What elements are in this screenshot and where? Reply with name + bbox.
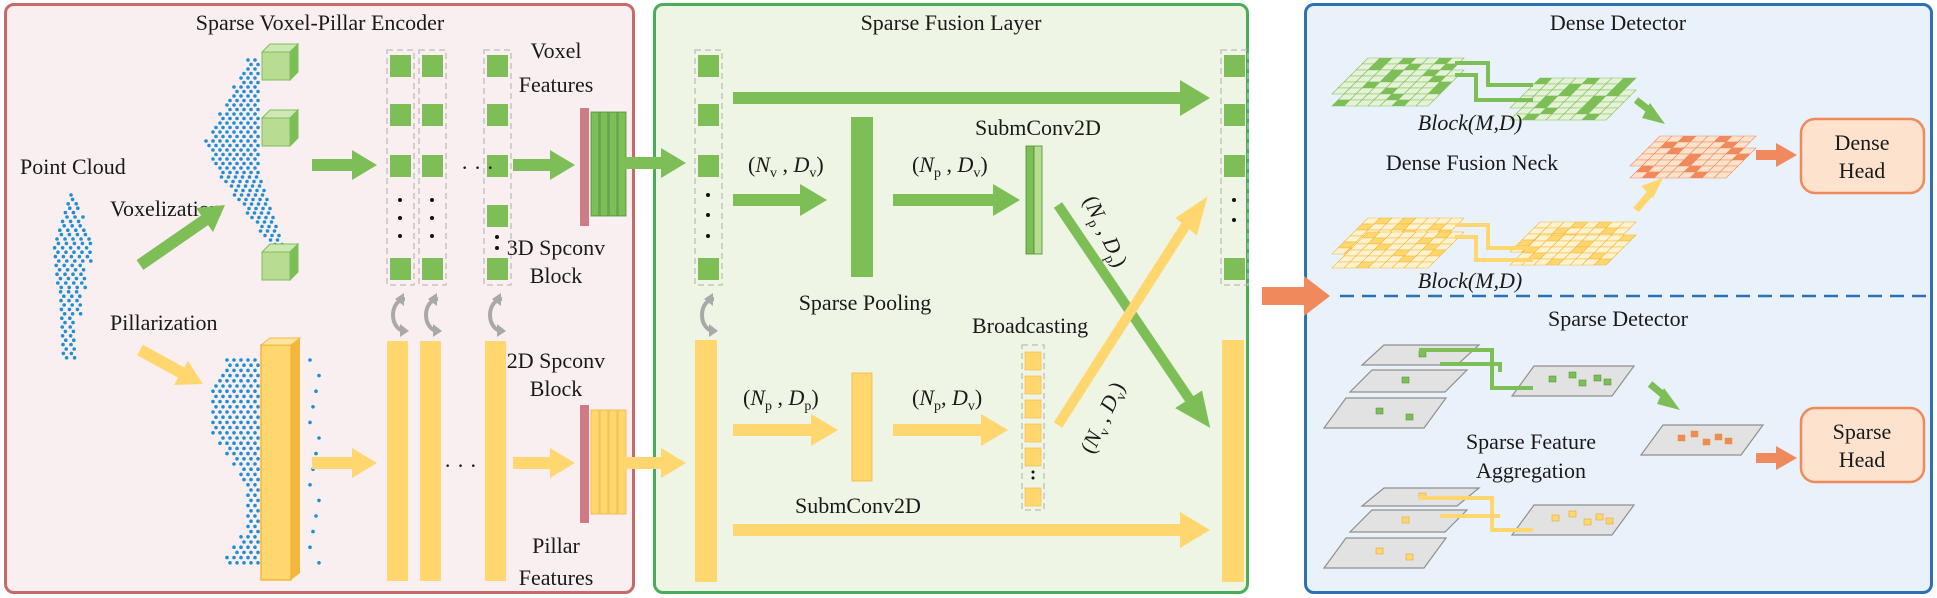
- pillar-column-1: [387, 341, 408, 581]
- sparse-pooling-bar: [851, 117, 873, 277]
- fusion-title: Sparse Fusion Layer: [861, 10, 1043, 35]
- sparse-detector-title: Sparse Detector: [1548, 306, 1689, 331]
- pillar-block: [260, 344, 292, 581]
- pillar-column-3: [485, 341, 506, 581]
- broadcasting-label: Broadcasting: [972, 313, 1088, 338]
- voxel-ellipsis: · · ·: [461, 155, 494, 180]
- point-cloud-image: [52, 193, 93, 360]
- np-dv-bottom-label: (Np, Dv): [912, 385, 982, 414]
- spconv3d-red-bar: [580, 108, 589, 226]
- spconv3d-label-1: 3D Spconv: [507, 235, 605, 260]
- sparse-pooling-label: Sparse Pooling: [799, 290, 932, 315]
- fusion-output-voxel-column: [1220, 49, 1249, 286]
- voxel-feature-columns: [386, 49, 512, 286]
- cross-green-arrow: [1053, 202, 1195, 403]
- dense-block-grids: [1331, 57, 1757, 269]
- np-dp-left-label: (Np , Dp): [743, 385, 819, 414]
- dense-fusion-neck-label: Dense Fusion Neck: [1386, 150, 1558, 175]
- dense-head-box: [1799, 117, 1926, 195]
- pillar-column-2: [420, 341, 441, 581]
- fusion-output-pillar-column: [1222, 340, 1244, 582]
- submconv-bottom-block: [851, 372, 873, 482]
- pillarized-point-cloud: [211, 358, 321, 565]
- nv-dv-label: (Nv , Dv): [748, 152, 824, 181]
- submconv-bottom-label: SubmConv2D: [795, 493, 921, 518]
- voxelization-arrow: [136, 215, 209, 270]
- dense-detector-title: Dense Detector: [1550, 10, 1687, 35]
- sparse-head-box: [1799, 406, 1926, 484]
- fusion-pillar-column: [695, 340, 717, 582]
- block-bottom-label: Block(M,D): [1418, 268, 1522, 293]
- sparse-feature-planes: [1322, 344, 1765, 569]
- spconv2d-label-1: 2D Spconv: [507, 348, 605, 373]
- fusion-voxel-column: [694, 49, 723, 286]
- spconv2d-label-2: Block: [530, 376, 583, 401]
- dense-head-label-2: Head: [1839, 158, 1885, 183]
- sparse-head-label-2: Head: [1839, 447, 1885, 472]
- sparse-voxel-pillar-encoder-panel: [4, 3, 635, 594]
- point-cloud-label: Point Cloud: [20, 154, 126, 179]
- block-top-label: Block(M,D): [1418, 110, 1522, 135]
- spconv3d-label-2: Block: [530, 263, 583, 288]
- sparse-agg-label-2: Aggregation: [1476, 458, 1586, 483]
- pillarization-arrow: [137, 344, 185, 379]
- sparse-agg-label-1: Sparse Feature: [1466, 429, 1596, 454]
- encoder-title: Sparse Voxel-Pillar Encoder: [196, 10, 445, 35]
- pillarization-label: Pillarization: [110, 310, 218, 335]
- spconv2d-red-bar: [580, 405, 589, 523]
- voxel-features-label-2: Features: [519, 72, 594, 97]
- cross-yellow-arrow: [1053, 222, 1191, 428]
- cycle-icons: [391, 293, 718, 337]
- dense-head-label-1: Dense: [1835, 130, 1890, 155]
- broadcast-column: [1021, 344, 1045, 511]
- submconv-top-block: [1025, 145, 1035, 255]
- np-dv-top-label: (Np , Dv): [912, 152, 988, 181]
- sparse-head-label-1: Sparse: [1833, 419, 1892, 444]
- cross-np-dp-label: (Np , Dp): [1075, 192, 1133, 273]
- pillar-features-label-2: Features: [519, 565, 594, 590]
- voxelized-point-cloud: [204, 58, 284, 247]
- pillar-features-label-1: Pillar: [532, 533, 580, 558]
- pillar-ellipsis: · · ·: [444, 453, 477, 478]
- voxel-cubes: [260, 42, 300, 282]
- voxel-features-label-1: Voxel: [531, 38, 582, 63]
- submconv-top-label: SubmConv2D: [975, 115, 1101, 140]
